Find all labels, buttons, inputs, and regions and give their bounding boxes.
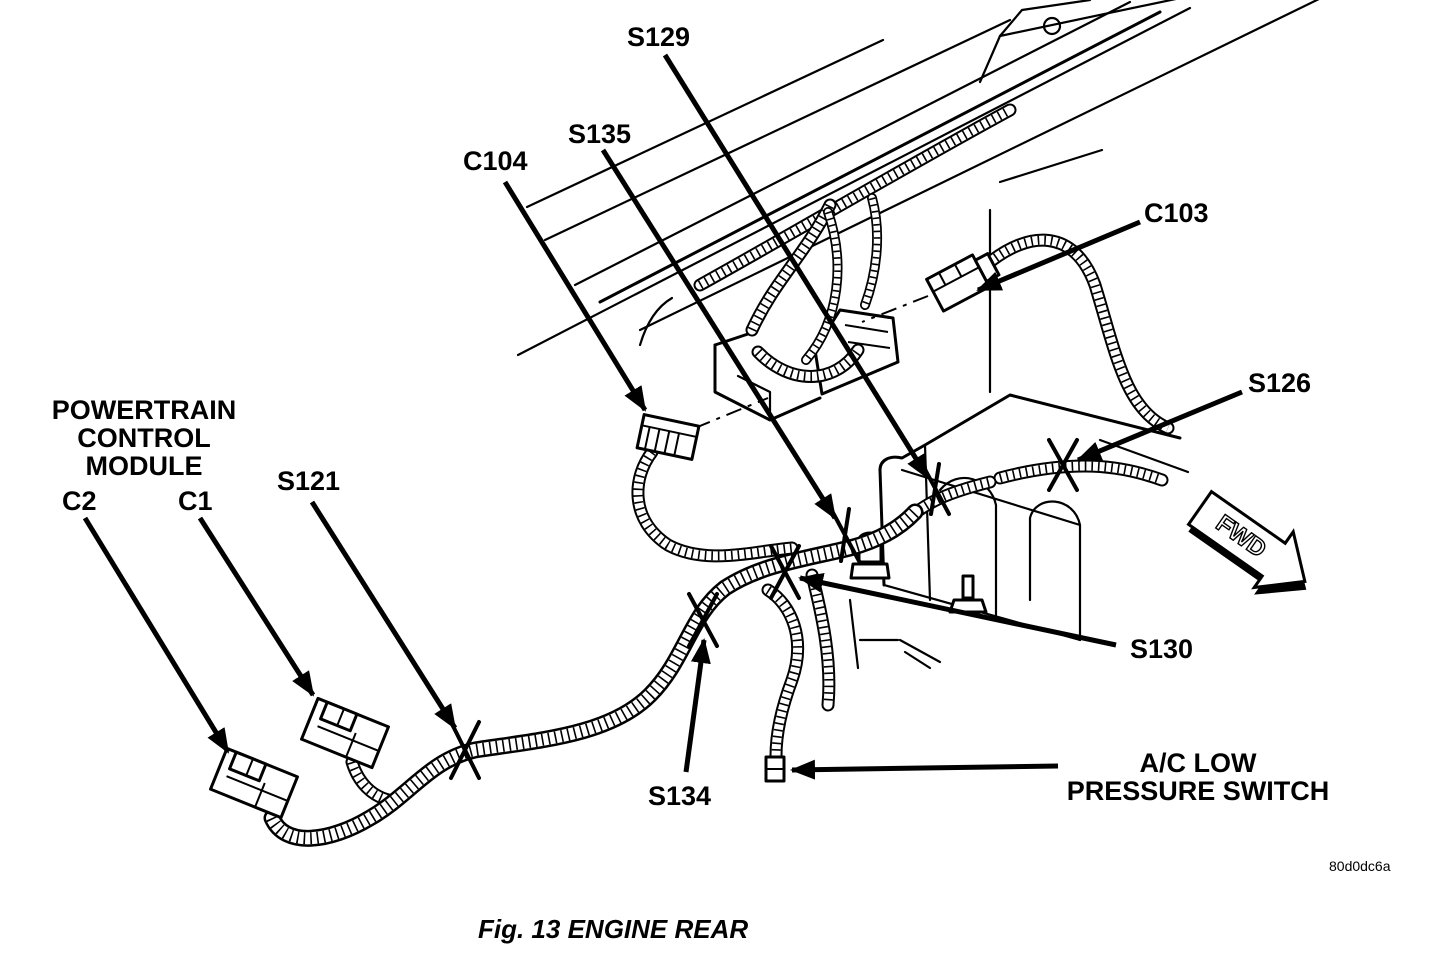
label-s130: S130 [1130, 634, 1193, 664]
splice-x-line [449, 720, 481, 780]
engine-lower-line [848, 598, 860, 670]
leader-s134 [683, 638, 711, 773]
cowl-edge-line [598, 10, 1162, 304]
figure-code: 80d0dc6a [1329, 858, 1391, 874]
module-label-line: POWERTRAIN [52, 395, 237, 425]
harness-bracket [713, 308, 900, 422]
cowl-edge-line [516, 6, 1192, 357]
bracket-outline [713, 332, 750, 347]
splice-mark-s126 [1047, 438, 1079, 492]
sensor-nut [849, 562, 891, 580]
powertrain-control-module-label: POWERTRAIN CONTROL MODULE [52, 395, 237, 481]
leader-ac-switch [790, 759, 1059, 780]
splice-x-line [687, 592, 719, 648]
engine-slot [1028, 500, 1082, 602]
leader-s130 [798, 572, 1117, 648]
bracket-connector-detail [844, 324, 891, 349]
label-c2: C2 [62, 486, 97, 516]
leader-s129 [662, 53, 931, 480]
leader-c103 [976, 219, 1141, 293]
connector-latch [228, 750, 268, 783]
leader-s135 [600, 148, 838, 520]
connector-c2 [209, 746, 299, 820]
label-c104: C104 [463, 146, 528, 176]
cowl-bolt-hole [1042, 16, 1062, 36]
switch-label-line: PRESSURE SWITCH [1067, 776, 1330, 806]
connector-c1 [300, 696, 390, 770]
cowl-panel-line [998, 148, 1104, 184]
leader-s126 [1076, 389, 1243, 463]
splice-mark-s130 [769, 544, 801, 600]
leader-c1 [197, 516, 316, 697]
c104-mating-line [694, 397, 769, 429]
cowl-edge-line [573, 0, 1132, 287]
wire-fill [985, 240, 1168, 428]
splice-mark-s134 [687, 592, 719, 648]
splice-mark-s121 [449, 720, 481, 780]
ac-low-pressure-switch [764, 755, 786, 783]
switch-label-line: A/C LOW [1140, 748, 1257, 778]
connector-c104 [635, 413, 701, 461]
ac-switch-label: A/C LOW PRESSURE SWITCH [1067, 748, 1330, 806]
wire-tail-line [638, 296, 674, 347]
module-label-line: MODULE [86, 451, 203, 481]
connector-latch [319, 700, 359, 733]
label-s129: S129 [627, 22, 690, 52]
label-s135: S135 [568, 119, 631, 149]
bracket-outline [713, 343, 822, 422]
s126-wire [1000, 466, 1162, 480]
down-branch-wire [812, 575, 829, 705]
cowl-edge-line [543, 18, 1012, 242]
c103-mating-line [861, 295, 929, 323]
connector-detail [317, 708, 380, 758]
label-c103: C103 [1144, 198, 1209, 228]
forward-arrow-icon: FWD [1186, 489, 1307, 595]
label-s134: S134 [648, 781, 711, 811]
c104-wire [638, 452, 792, 556]
cowl-outline [516, 0, 1320, 474]
figure-caption: Fig. 13 ENGINE REAR [478, 914, 748, 944]
label-s121: S121 [277, 466, 340, 496]
cowl-panel-line [998, 0, 1092, 38]
module-label-line: CONTROL [77, 423, 210, 453]
label-c1: C1 [178, 486, 213, 516]
engine-top-edge [878, 393, 1182, 472]
leader-c2 [82, 516, 231, 754]
label-s126: S126 [1248, 368, 1311, 398]
wire-fill [638, 452, 792, 556]
ac-switch-wire [768, 590, 798, 756]
connector-detail [641, 424, 697, 456]
splice-x-line [769, 544, 801, 600]
connector-detail [226, 758, 289, 808]
c103-wire [985, 240, 1168, 428]
cowl-edge-line [638, 0, 1320, 332]
engine-stud [961, 574, 975, 600]
leader-s121 [309, 500, 458, 730]
connector-detail [932, 263, 980, 293]
engine-lower-line [898, 638, 942, 670]
forward-arrow-body [1186, 489, 1307, 590]
splice-x-line [1047, 438, 1079, 492]
leader-c104 [502, 180, 648, 412]
